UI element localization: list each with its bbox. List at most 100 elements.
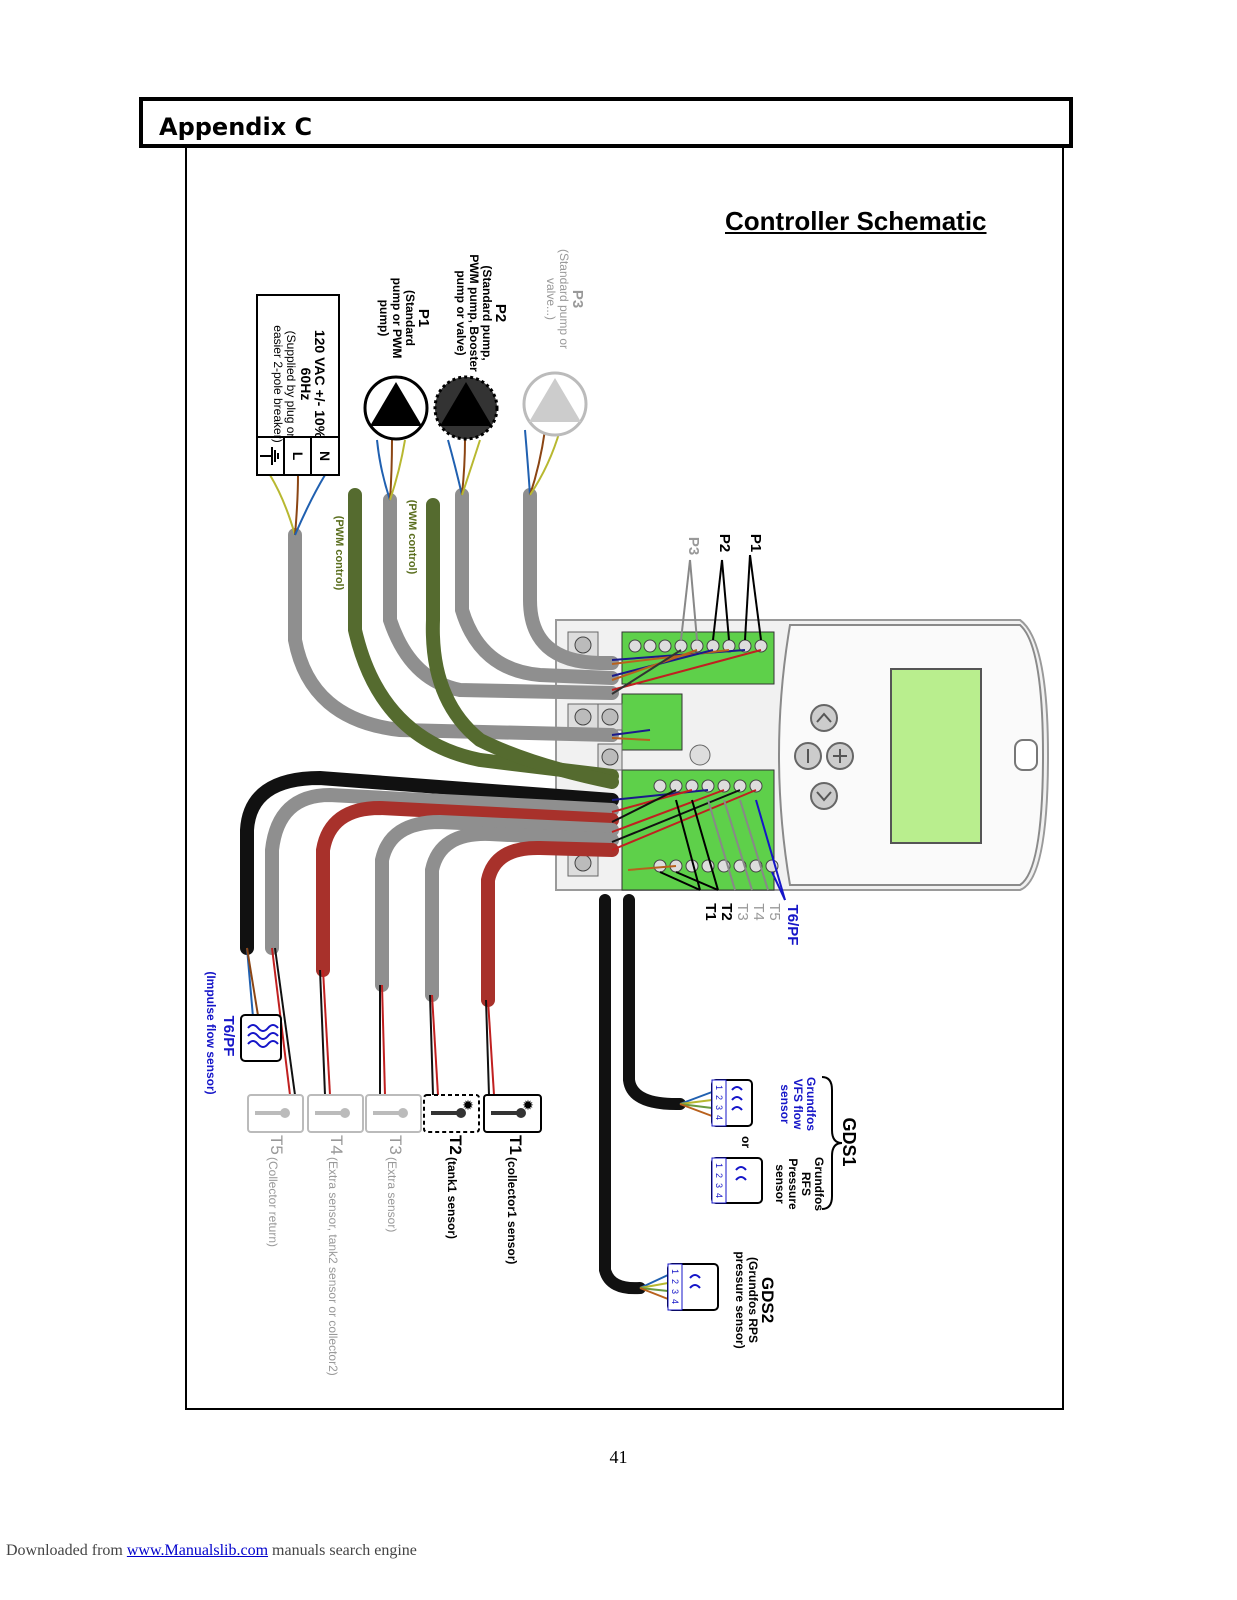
neutral-terminal-label: N [317,451,333,461]
svg-text:1: 1 [714,1163,724,1168]
t3-cable [375,814,619,992]
temperature-sensor-t4-icon [307,1094,364,1133]
minus-button[interactable] [794,742,822,770]
keypad [794,704,854,810]
gds1-vfs-line2: VFS flow [791,1079,805,1130]
power-cable [288,528,619,742]
power-frequency-label: 60Hz [298,368,314,401]
svg-text:3: 3 [670,1289,680,1294]
download-footer: Downloaded from www.Manualslib.com manua… [6,1542,417,1560]
svg-text:3: 3 [714,1105,724,1110]
p1-desc-line2: pump or PWM [390,278,404,359]
terminal-t3-label: T3 [734,903,751,921]
svg-text:1: 1 [670,1269,680,1274]
ground-icon [260,447,279,465]
footer-prefix: Downloaded from [6,1542,127,1559]
p1-desc-line1: (Standard [403,290,417,346]
pump-p3-icon [522,371,588,437]
page-number: 41 [609,1447,628,1467]
cable-glands [567,631,711,877]
terminal-t6-label: T6/PF [784,905,801,946]
svg-text:4: 4 [670,1299,680,1304]
terminal-p1-label: P1 [747,534,764,552]
svg-text:3: 3 [714,1183,724,1188]
power-note-line2: easier 2-pole breaker) [271,325,285,442]
temperature-sensor-t2-icon: ✹ [423,1094,480,1133]
live-terminal-label: L [290,452,306,461]
gds2-pins: 1 2 3 4 [670,1269,680,1304]
down-arrow-button[interactable] [810,782,838,810]
gds1-rfs-pins: 1 2 3 4 [714,1163,724,1198]
sensor-t1-label: T1 [506,1135,525,1155]
p3-label: P3 [569,290,586,308]
sensor-t3-label: T3 [386,1135,405,1155]
flow-sensor-t6-icon [240,1014,282,1062]
lcd-screen [890,668,982,844]
p2-power-cable [455,488,619,685]
gds1-cable [623,894,686,1111]
gds1-vfs-line3: sensor [778,1084,792,1124]
t5-cable [265,787,619,955]
sensor-t5-desc: (Collector return) [266,1157,280,1247]
sensor-t6-desc: (Impulse flow sensor) [204,971,218,1094]
svg-text:✹: ✹ [522,1097,534,1113]
t4-cable [316,800,619,977]
gds1-vfs-sensor-icon [711,1079,753,1127]
footer-suffix: manuals search engine [268,1542,417,1559]
sensor-t2-desc: (tank1 sensor) [445,1157,459,1239]
p2-desc-line1: (Standard pump, [480,265,494,360]
gds2-rps-sensor-icon [667,1263,719,1311]
p3-power-cable [523,488,619,670]
svg-text:2: 2 [714,1095,724,1100]
svg-text:2: 2 [714,1173,724,1178]
p2-desc-line3: pump or valve) [454,270,468,355]
p1-desc-line3: pump) [377,300,391,337]
gds1-rfs-line3: Pressure [786,1158,800,1210]
internal-wires [611,649,762,871]
p1-pwm-label: (PWM control) [333,516,345,591]
appendix-title: Appendix C [159,113,313,141]
sensor-t4-desc: (Extra sensor, tank2 sensor or collector… [326,1157,340,1376]
gds1-rfs-line1: Grundfos [812,1157,826,1211]
gds2-desc-line1: (Grundfos RPS [746,1257,760,1343]
p1-pwm-cable [348,488,619,783]
pump-p1-icon [363,375,429,441]
p1-label: P1 [415,309,432,327]
terminal-t2-label: T2 [718,903,735,921]
gds2-desc-line2: pressure sensor) [733,1251,747,1348]
terminal-t4-label: T4 [750,903,767,921]
svg-text:2: 2 [670,1279,680,1284]
gds2-cable [599,894,646,1295]
p2-label: P2 [492,304,509,322]
sensor-t4-label: T4 [327,1135,346,1155]
temperature-sensor-t3-icon [365,1094,422,1133]
plus-button[interactable] [826,742,854,770]
gds1-rfs-line4: sensor [773,1164,787,1204]
gds2-label: GDS2 [758,1277,777,1323]
appendix-header: Appendix C [139,97,1073,148]
svg-text:4: 4 [714,1193,724,1198]
p3-desc-line1: (Standard pump or [557,249,571,349]
gds1-or-label: or [739,1136,753,1148]
t1-cable [481,840,619,1007]
p2-desc-line2: PWM pump, Booster [467,254,481,372]
up-arrow-button[interactable] [810,704,838,732]
p3-desc-line2: valve...) [544,278,558,320]
p2-pwm-cable [425,498,619,789]
terminal-t5-label: T5 [766,903,783,921]
svg-text:✹: ✹ [462,1097,474,1113]
manualslib-link[interactable]: www.Manualslib.com [126,1542,269,1559]
pump-p2-icon [433,375,499,441]
gds1-rfs-line2: RFS [799,1172,813,1196]
schematic-frame [185,148,1064,1410]
power-supply-box [256,294,340,476]
sensor-t6-label: T6/PF [220,1016,237,1057]
p2-pwm-label: (PWM control) [406,500,418,575]
temperature-sensor-t5-icon [247,1094,304,1133]
gds1-vfs-pins: 1 2 3 4 [714,1085,724,1120]
cables [240,488,686,1295]
p1-power-cable [383,493,619,700]
t6-cable [240,770,619,955]
t2-cable [425,826,619,1002]
